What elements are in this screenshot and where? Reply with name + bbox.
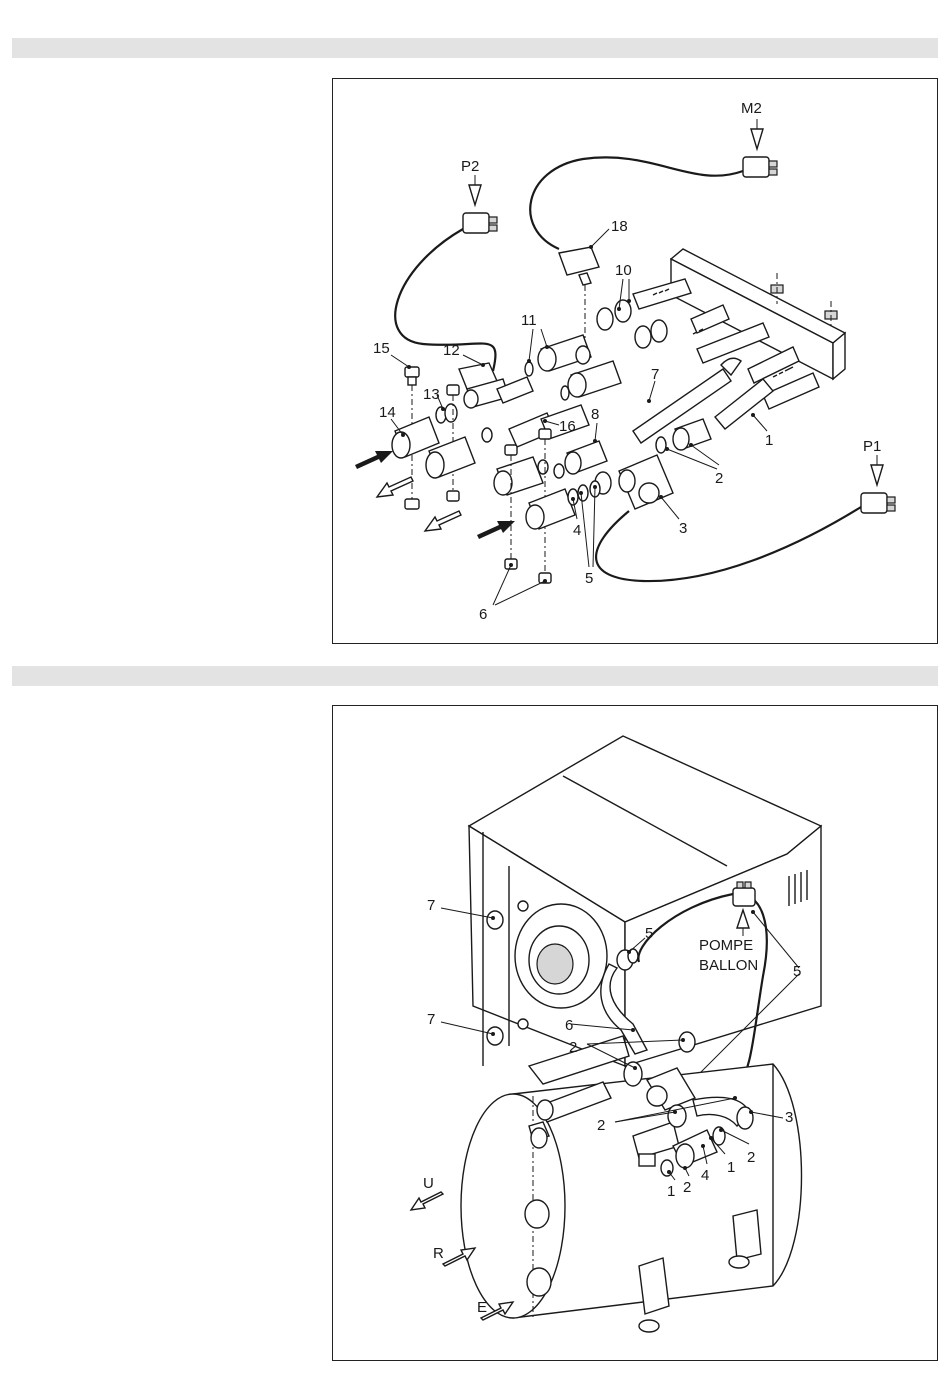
connector-m2 xyxy=(743,119,777,177)
valves-11 xyxy=(525,335,621,400)
label-14: 14 xyxy=(379,404,396,421)
burner-flange xyxy=(515,904,607,1008)
connector-p2 xyxy=(463,175,497,233)
label-7a: 7 xyxy=(427,897,435,914)
label-p2: P2 xyxy=(461,158,479,175)
label-4: 4 xyxy=(701,1167,709,1184)
label-13: 13 xyxy=(423,386,440,403)
label-3: 3 xyxy=(679,520,687,537)
label-1: 1 xyxy=(765,432,773,449)
flow-arrow-u xyxy=(411,1192,443,1210)
boiler-tank-drawing: 7 7 POMPE BALLON 5 6 5 xyxy=(333,706,937,1360)
label-3: 3 xyxy=(785,1109,793,1126)
label-15: 15 xyxy=(373,340,390,357)
label-12: 12 xyxy=(443,342,460,359)
label-5a: 5 xyxy=(645,925,653,942)
label-2c: 2 xyxy=(747,1149,755,1166)
manifold-block xyxy=(671,249,845,379)
label-8: 8 xyxy=(591,406,599,423)
label-pompe: POMPE xyxy=(699,937,753,954)
label-10: 10 xyxy=(615,262,632,279)
figure-boiler-with-tank: 7 7 POMPE BALLON 5 6 5 xyxy=(332,705,938,1361)
connector-p1 xyxy=(861,455,895,513)
label-5b: 5 xyxy=(793,963,801,980)
section-header-band-middle xyxy=(12,666,938,686)
label-2d: 2 xyxy=(683,1179,691,1196)
sensor-18 xyxy=(559,247,599,349)
label-7: 7 xyxy=(651,366,659,383)
label-r: R xyxy=(433,1245,444,1262)
cable-m2 xyxy=(530,157,743,249)
tee-14 xyxy=(392,417,475,509)
section-header-band-top xyxy=(12,38,938,58)
label-ballon: BALLON xyxy=(699,957,758,974)
label-11: 11 xyxy=(521,312,537,329)
label-7b: 7 xyxy=(427,1011,435,1028)
label-6: 6 xyxy=(479,606,487,623)
label-6: 6 xyxy=(565,1017,573,1034)
label-2: 2 xyxy=(715,470,723,487)
cable-p1 xyxy=(596,507,861,581)
label-p1: P1 xyxy=(863,438,881,455)
label-u: U xyxy=(423,1175,434,1192)
hydraulic-exploded-drawing: M2 18 10 xyxy=(333,79,937,643)
label-1b: 1 xyxy=(727,1159,735,1176)
label-m2: M2 xyxy=(741,100,762,117)
label-5: 5 xyxy=(585,570,593,587)
label-2a: 2 xyxy=(569,1039,577,1056)
figure-hydraulic-exploded-view: M2 18 10 xyxy=(332,78,938,644)
union-8 xyxy=(565,441,607,474)
fittings-10 xyxy=(597,300,667,348)
label-1a: 1 xyxy=(667,1183,675,1200)
label-2b: 2 xyxy=(597,1117,605,1134)
label-16: 16 xyxy=(559,418,576,435)
label-4: 4 xyxy=(573,522,581,539)
label-e: E xyxy=(477,1299,487,1316)
label-18: 18 xyxy=(611,218,628,235)
